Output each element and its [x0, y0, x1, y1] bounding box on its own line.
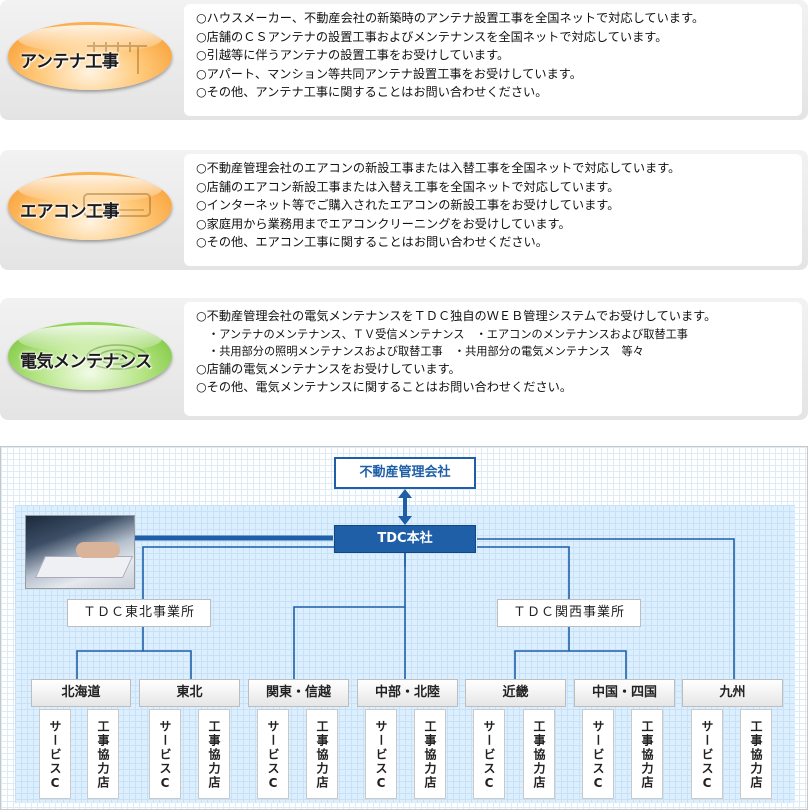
region-kyushu: 九州 [682, 679, 783, 707]
region-chubu-hokuriku: 中部・北陸 [357, 679, 458, 707]
light-fixture-icon [86, 344, 148, 370]
unit-service-center: サービスC [365, 709, 397, 799]
service-antenna: アンテナ工事 ○ハウスメーカー、不動産会社の新築時のアンテナ設置工事を全国ネット… [0, 0, 808, 120]
hand-image [76, 542, 120, 558]
unit-service-center: サービスC [473, 709, 505, 799]
description-line: ○不動産管理会社の電気メンテナンスをＴＤＣ独自のＷＥＢ管理システムでお受けしてい… [196, 309, 717, 323]
unit-partner-shop: 工事協力店 [306, 709, 338, 799]
unit-partner-shop: 工事協力店 [198, 709, 230, 799]
region-kanto-shinetsu: 関東・信越 [248, 679, 349, 707]
description-line: ○店舗のＣＳアンテナの設置工事およびメンテナンスを全国ネットで対応しています。 [196, 29, 668, 44]
service-electric: 電気メンテナンス ○不動産管理会社の電気メンテナンスをＴＤＣ独自のＷＥＢ管理シス… [0, 298, 808, 420]
service-description: ○不動産管理会社のエアコンの新設工事または入替工事を全国ネットで対応しています。… [184, 154, 802, 266]
service-badge: アンテナ工事 [8, 14, 178, 98]
org-office-tohoku: ＴＤＣ東北事業所 [67, 599, 211, 627]
region-kinki: 近畿 [465, 679, 566, 707]
org-office-kansai: ＴＤＣ関西事業所 [497, 599, 641, 627]
badge-oval [8, 22, 172, 90]
service-title: エアコン工事 [20, 202, 120, 222]
antenna-icon [87, 42, 147, 74]
unit-service-center: サービスC [257, 709, 289, 799]
org-chart: 不動産管理会社 TDC本社 ＴＤＣ東北事業所 ＴＤＣ関西事業所 北海道 東北 関… [0, 446, 808, 810]
description-line: ○その他、電気メンテナンスに関することはお問い合わせください。 [196, 380, 573, 394]
service-badge: エアコン工事 [8, 164, 178, 248]
description-subline: ・共用部分の照明メンテナンスおよび取替工事 ・共用部分の電気メンテナンス 等々 [208, 344, 644, 358]
unit-partner-shop: 工事協力店 [523, 709, 555, 799]
keyboard-image [34, 556, 134, 578]
service-description: ○ハウスメーカー、不動産会社の新築時のアンテナ設置工事を全国ネットで対応していま… [184, 4, 802, 116]
service-aircon: エアコン工事 ○不動産管理会社のエアコンの新設工事または入替工事を全国ネットで対… [0, 150, 808, 270]
description-line: ○ハウスメーカー、不動産会社の新築時のアンテナ設置工事を全国ネットで対応していま… [196, 11, 705, 25]
description-line: ○店舗のエアコン新設工事または入替え工事を全国ネットで対応しています。 [196, 179, 620, 194]
description-line: ○不動産管理会社のエアコンの新設工事または入替工事を全国ネットで対応しています。 [196, 161, 681, 175]
office-photo [25, 515, 135, 589]
org-headquarters: TDC本社 [334, 525, 476, 553]
service-title: アンテナ工事 [20, 52, 119, 72]
unit-partner-shop: 工事協力店 [740, 709, 772, 799]
org-chart-connectors [76, 535, 735, 679]
service-title: 電気メンテナンス [20, 352, 152, 372]
region-hokkaido: 北海道 [31, 679, 131, 707]
description-line: ○家庭用から業務用までエアコンクリーニングをお受けしています。 [196, 216, 571, 231]
region-tohoku: 東北 [139, 679, 240, 707]
unit-partner-shop: 工事協力店 [414, 709, 446, 799]
description-line: ○その他、エアコン工事に関することはお問い合わせください。 [196, 235, 548, 249]
unit-service-center: サービスC [691, 709, 723, 799]
description-line: ○引越等に伴うアンテナの設置工事をお受けしています。 [196, 48, 510, 62]
unit-service-center: サービスC [149, 709, 181, 799]
aircon-icon [83, 193, 151, 217]
region-chugoku-shikoku: 中国・四国 [574, 679, 675, 707]
description-line: ○インターネット等でご購入されたエアコンの新設工事をお受けしています。 [196, 198, 620, 212]
badge-oval [8, 172, 172, 240]
unit-partner-shop: 工事協力店 [87, 709, 119, 799]
service-badge: 電気メンテナンス [8, 314, 178, 398]
description-subline: ・アンテナのメンテナンス、ＴＶ受信メンテナンス ・エアコンのメンテナンスおよび取… [208, 327, 688, 341]
unit-service-center: サービスC [39, 709, 71, 799]
description-line: ○アパート、マンション等共同アンテナ設置工事をお受けしています。 [196, 66, 582, 81]
org-top-company: 不動産管理会社 [334, 457, 476, 489]
description-line: ○店舗の電気メンテナンスをお受けしています。 [196, 361, 461, 376]
service-description: ○不動産管理会社の電気メンテナンスをＴＤＣ独自のＷＥＢ管理システムでお受けしてい… [184, 302, 802, 416]
double-arrow-icon [398, 489, 412, 525]
unit-partner-shop: 工事協力店 [631, 709, 663, 799]
description-line: ○その他、アンテナ工事に関することはお問い合わせください。 [196, 85, 548, 99]
unit-service-center: サービスC [582, 709, 614, 799]
badge-oval [8, 322, 172, 390]
